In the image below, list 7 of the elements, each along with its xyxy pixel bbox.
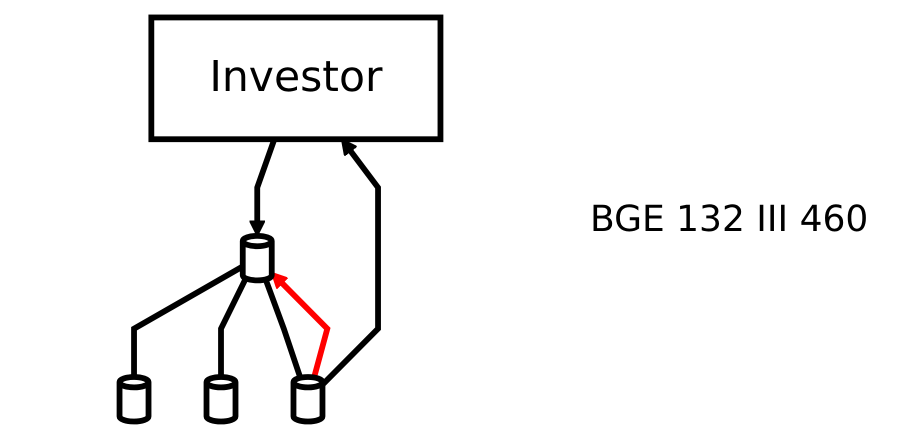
node-cylinder [240,232,275,284]
reference-label: BGE 132 III 460 [590,199,868,240]
node-box: Investor [148,14,444,142]
node-cylinder [290,374,326,424]
node-cylinder [204,374,238,424]
connector [262,278,304,379]
node-cylinder [116,374,152,424]
